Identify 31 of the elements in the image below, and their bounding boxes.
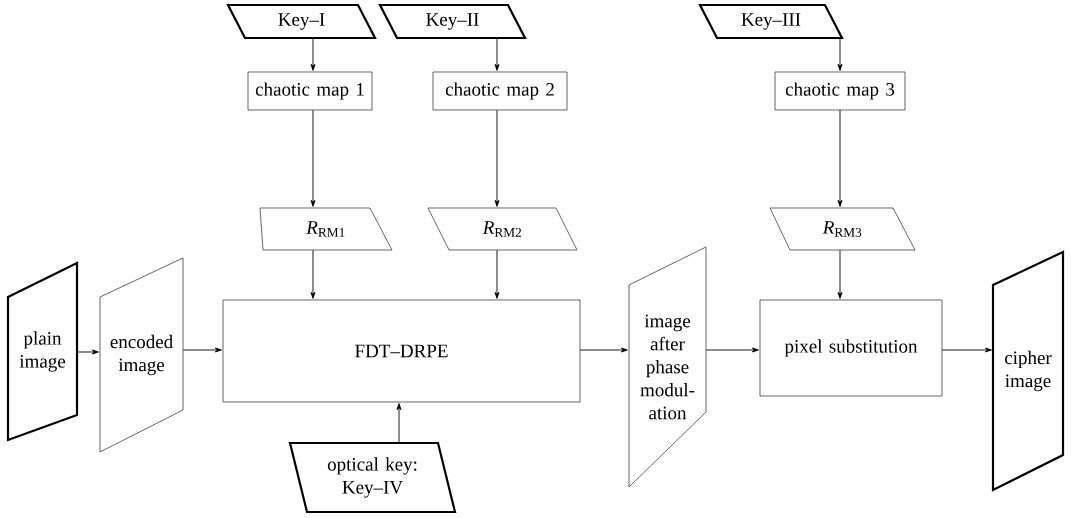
input-parallelogram: Key–I [226, 3, 377, 40]
input-parallelogram: Key–II [378, 3, 527, 40]
data-parallelogram: R$_{RM1}$ [259, 207, 393, 251]
process-box: chaotic map 3 [774, 71, 906, 111]
arrow [579, 347, 628, 353]
input-parallelogram: Key–III [698, 3, 844, 40]
input-parallelogram: optical key: Key–IV [288, 441, 457, 514]
arrow [837, 109, 843, 207]
image-frame: encoded image [99, 257, 184, 453]
arrow [310, 249, 316, 299]
process-box: chaotic map 2 [432, 71, 568, 111]
data-parallelogram: R$_{RM3}$ [769, 207, 916, 251]
arrow [494, 109, 500, 207]
arrow [396, 403, 402, 444]
data-parallelogram: R$_{RM2}$ [427, 207, 578, 251]
image-frame: cipher image [991, 250, 1065, 492]
image-frame: plain image [6, 261, 79, 442]
arrow [182, 347, 222, 353]
process-box: chaotic map 1 [247, 71, 373, 111]
arrow [705, 347, 759, 353]
process-box: pixel substitution [759, 299, 943, 397]
arrow [941, 347, 992, 353]
arrow [494, 249, 500, 299]
arrow [837, 37, 843, 71]
arrow [76, 349, 99, 355]
arrow [837, 249, 843, 299]
arrow [310, 109, 316, 207]
process-box: FDT–DRPE [222, 299, 581, 403]
arrow [310, 37, 316, 71]
image-frame: image after phase modul-ation [628, 246, 707, 488]
arrow [494, 37, 500, 71]
